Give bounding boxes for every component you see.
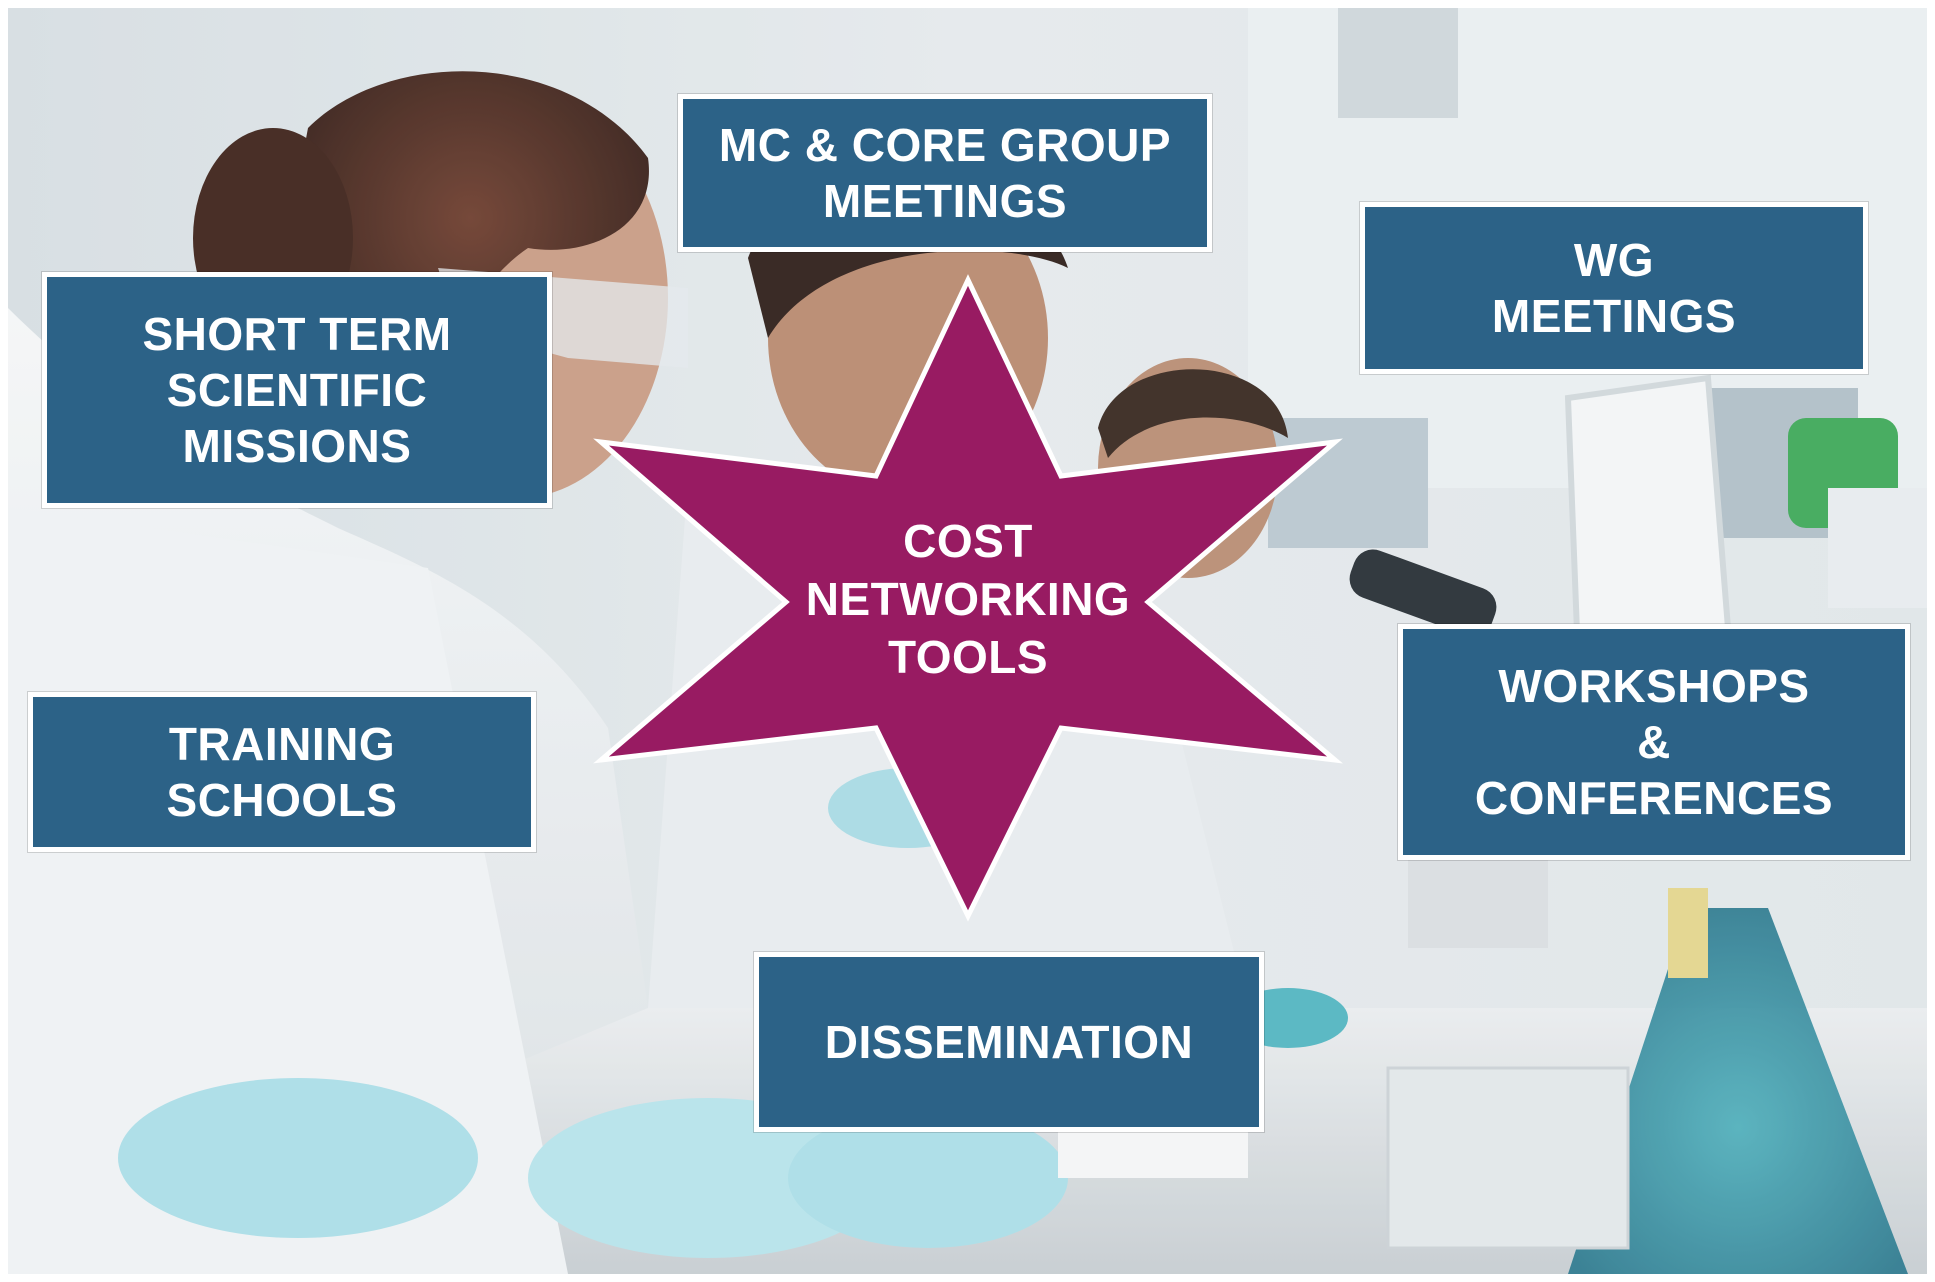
dissemination-box: DISSEMINATION bbox=[754, 952, 1264, 1132]
center-line-2: NETWORKING bbox=[805, 572, 1131, 625]
box-line: MISSIONS bbox=[182, 420, 412, 473]
box-line: DISSEMINATION bbox=[824, 1015, 1194, 1068]
wg-meetings-box: WG MEETINGS bbox=[1360, 202, 1868, 374]
box-line: TRAINING bbox=[168, 717, 396, 770]
box-line: MEETINGS bbox=[822, 175, 1068, 227]
mc-core-group-meetings-box: MC & CORE GROUP MEETINGS bbox=[678, 94, 1212, 252]
box-line: SCIENTIFIC bbox=[166, 363, 428, 416]
center-star-label: COST NETWORKING TOOLS bbox=[768, 513, 1168, 687]
box-line: MC & CORE GROUP bbox=[718, 118, 1172, 171]
center-line-3: TOOLS bbox=[887, 630, 1049, 683]
training-schools-box: TRAINING SCHOOLS bbox=[28, 692, 536, 852]
workshops-conferences-box: WORKSHOPS & CONFERENCES bbox=[1398, 624, 1910, 860]
slide: COST NETWORKING TOOLS MC & CORE GROUP ME… bbox=[8, 8, 1927, 1274]
center-line-1: COST bbox=[903, 515, 1033, 567]
box-line: SCHOOLS bbox=[166, 774, 398, 826]
box-line: WORKSHOPS bbox=[1498, 659, 1810, 712]
box-line: WG bbox=[1573, 233, 1655, 286]
box-line: SHORT TERM bbox=[142, 307, 452, 360]
box-line: & bbox=[1637, 715, 1671, 768]
box-line: CONFERENCES bbox=[1474, 772, 1834, 825]
box-line: MEETINGS bbox=[1491, 290, 1737, 342]
short-term-scientific-missions-box: SHORT TERM SCIENTIFIC MISSIONS bbox=[42, 272, 552, 508]
